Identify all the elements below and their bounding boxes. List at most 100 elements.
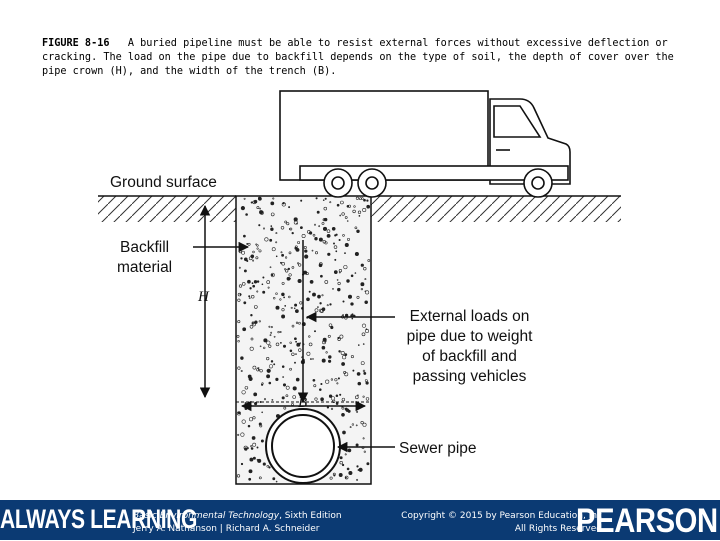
backfill-speck: [284, 220, 288, 224]
backfill-speck: [251, 322, 256, 327]
backfill-speck: [355, 424, 358, 427]
backfill-speck: [327, 334, 331, 338]
backfill-speck: [337, 337, 341, 341]
backfill-speck: [253, 392, 258, 397]
backfill-speck: [320, 382, 323, 386]
backfill-speck: [309, 280, 314, 284]
backfill-speck: [326, 304, 329, 307]
backfill-speck: [360, 361, 365, 366]
backfill-speck: [322, 240, 326, 244]
backfill-speck: [358, 215, 361, 217]
backfill-speck: [296, 222, 298, 225]
backfill-speck: [364, 300, 368, 305]
backfill-speck: [338, 473, 343, 477]
backfill-speck: [326, 406, 330, 409]
backfill-speck: [341, 463, 345, 467]
backfill-speck: [304, 254, 309, 259]
backfill-speck: [338, 238, 341, 242]
backfill-speck: [337, 377, 340, 380]
backfill-speck: [259, 424, 263, 428]
backfill-speck: [249, 325, 254, 329]
backfill-speck: [351, 423, 355, 426]
backfill-speck: [258, 320, 261, 323]
backfill-speck: [328, 355, 332, 359]
backfill-speck: [308, 290, 311, 293]
backfill-speck: [275, 377, 279, 381]
backfill-speck: [266, 357, 270, 361]
backfill-speck: [270, 201, 275, 206]
backfill-speck: [336, 279, 339, 281]
backfill-speck: [355, 196, 359, 200]
backfill-speck: [308, 342, 313, 347]
backfill-speck: [281, 292, 285, 297]
backfill-speck: [266, 374, 271, 379]
backfill-speck: [355, 443, 359, 447]
backfill-speck: [352, 369, 355, 372]
pearson-logo: PEARSON: [576, 502, 718, 540]
backfill-speck: [352, 209, 356, 214]
backfill-speck: [316, 306, 319, 309]
backfill-speck: [275, 292, 278, 295]
backfill-speck: [268, 364, 274, 369]
backfill-speck: [337, 281, 341, 286]
backfill-speck: [256, 280, 260, 283]
backfill-speck: [349, 426, 352, 429]
book-edition: , Sixth Edition: [279, 511, 342, 521]
backfill-speck: [307, 230, 311, 234]
backfill-speck: [241, 419, 246, 424]
backfill-speck: [248, 295, 251, 298]
backfill-speck: [249, 346, 254, 351]
backfill-speck: [257, 458, 262, 463]
backfill-speck: [281, 262, 285, 266]
backfill-speck: [295, 247, 300, 252]
backfill-speck: [335, 394, 339, 397]
backfill-speck: [331, 226, 336, 231]
backfill-speck: [263, 227, 265, 230]
backfill-speck: [249, 457, 254, 462]
backfill-speck: [275, 305, 280, 310]
backfill-speck: [357, 381, 362, 386]
backfill-speck: [294, 303, 298, 307]
backfill-speck: [236, 411, 241, 416]
backfill-label: Backfill material: [117, 238, 172, 278]
backfill-speck: [314, 313, 317, 316]
caption-text: A buried pipeline must be able to resist…: [42, 38, 674, 77]
backfill-speck: [346, 205, 350, 208]
backfill-speck: [308, 335, 311, 338]
backfill-speck: [338, 350, 341, 353]
backfill-speck: [244, 402, 247, 405]
backfill-speck: [275, 342, 280, 347]
backfill-speck: [321, 358, 326, 363]
backfill-speck: [365, 397, 370, 401]
backfill-speck: [294, 337, 297, 341]
sewer-pipe-label: Sewer pipe: [399, 440, 477, 457]
backfill-speck: [281, 281, 285, 285]
backfill-speck: [362, 207, 367, 213]
backfill-speck: [280, 251, 283, 254]
backfill-speck: [271, 399, 274, 401]
backfill-speck: [238, 284, 243, 288]
backfill-speck: [250, 337, 254, 341]
backfill-speck: [273, 335, 276, 338]
backfill-speck: [248, 469, 253, 474]
backfill-speck: [284, 268, 287, 271]
backfill-speck: [282, 383, 287, 387]
backfill-speck: [295, 377, 300, 382]
backfill-speck: [275, 241, 278, 244]
loads-label-line3: of backfill and: [422, 348, 517, 365]
backfill-speck: [347, 294, 353, 299]
backfill-speck: [243, 234, 246, 238]
backfill-speck: [289, 341, 292, 345]
backfill-speck: [253, 305, 258, 309]
backfill-speck: [262, 462, 266, 466]
backfill-speck: [250, 313, 253, 317]
backfill-speck: [363, 267, 367, 271]
backfill-speck: [344, 242, 349, 248]
backfill-speck: [361, 323, 367, 328]
truck: [279, 90, 571, 198]
backfill-speck: [324, 280, 329, 284]
backfill-speck: [259, 369, 263, 373]
backfill-speck: [295, 353, 297, 355]
backfill-speck: [356, 478, 359, 481]
ground-hatching: [98, 195, 621, 222]
